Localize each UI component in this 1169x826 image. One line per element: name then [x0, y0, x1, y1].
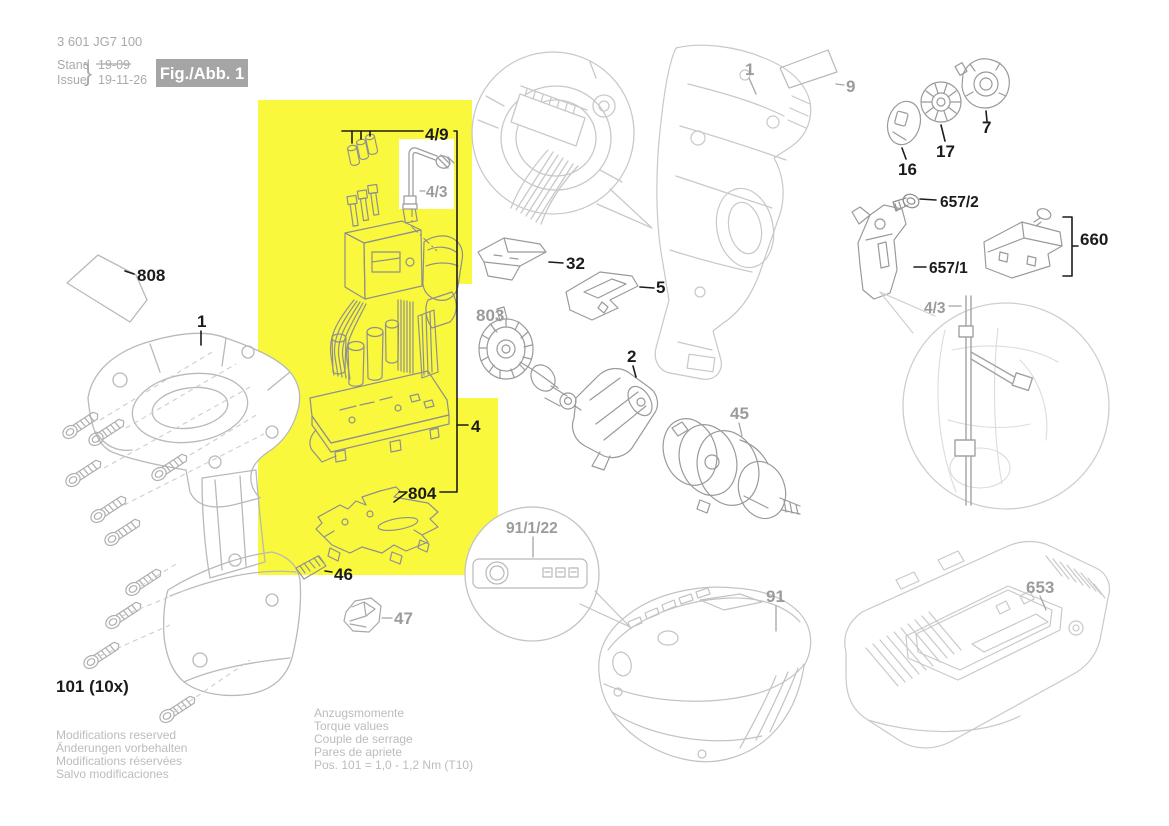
torque-value-line: Pos. 101 = 1,0 - 1,2 Nm (T10) — [314, 758, 473, 772]
brace: } — [84, 60, 92, 87]
reservation-note: Modifications reserved Änderungen vorbeh… — [56, 728, 187, 781]
title-block: 3 601 JG7 100 Stand Issue } 19-09 19-11-… — [57, 34, 248, 87]
part-2 — [571, 367, 659, 471]
part-32 — [477, 237, 547, 281]
note-line: Modifications réservées — [56, 754, 182, 768]
highlight-region — [258, 100, 499, 575]
bracket-lines — [124, 110, 1079, 573]
magnifier-bubble-top — [471, 51, 653, 229]
label-9: 9 — [846, 77, 855, 96]
switch-module-assembly — [309, 183, 464, 463]
magnifier-bubble-91-1-22 — [464, 506, 631, 642]
label-16: 16 — [898, 160, 917, 179]
issue-value: 19-11-26 — [98, 73, 147, 87]
label-653: 653 — [1026, 578, 1054, 597]
inset-4-3 — [399, 139, 455, 210]
screw-guide-lines — [99, 351, 265, 713]
part-7 — [954, 58, 1010, 109]
cable-4-3 — [954, 295, 1034, 506]
torque-line: Couple de serrage — [314, 732, 413, 746]
part-660 — [983, 208, 1063, 279]
label-17: 17 — [936, 142, 955, 161]
part-91-battery — [598, 586, 812, 763]
part-17 — [920, 81, 962, 123]
part-4-9-contacts — [347, 133, 379, 166]
label-657-2: 657/2 — [940, 194, 979, 211]
torque-line: Anzugsmomente — [314, 706, 404, 720]
drill-housing-right — [654, 44, 812, 380]
part-47 — [343, 597, 382, 633]
part-5 — [565, 271, 639, 321]
label-808: 808 — [137, 266, 165, 285]
label-46: 46 — [334, 565, 353, 584]
part-653-charger — [844, 540, 1111, 749]
label-657-1: 657/1 — [929, 260, 968, 277]
label-4-9: 4/9 — [425, 125, 449, 144]
part-16 — [886, 100, 922, 146]
label-4-3-inset: 4/3 — [426, 184, 448, 201]
part-808 — [66, 254, 148, 323]
label-4-3-right: 4/3 — [924, 300, 946, 317]
label-47: 47 — [394, 609, 413, 628]
part-45 — [662, 418, 801, 520]
label-7: 7 — [982, 118, 991, 137]
label-4: 4 — [471, 417, 481, 436]
label-45: 45 — [730, 404, 749, 423]
note-line: Salvo modificaciones — [56, 767, 169, 781]
document-number: 3 601 JG7 100 — [57, 34, 142, 49]
note-line: Modifications reserved — [56, 728, 176, 742]
part-9 — [779, 49, 838, 89]
part-657-1 — [851, 204, 907, 300]
label-1-left: 1 — [197, 312, 206, 331]
part-657-2 — [892, 193, 920, 212]
stand-label: Stand — [57, 58, 90, 72]
drill-housing-left — [87, 332, 302, 697]
figure-label: Fig./Abb. 1 — [160, 65, 244, 83]
label-660: 660 — [1080, 230, 1108, 249]
figure-box — [156, 59, 248, 87]
dash-dot-pointer — [411, 209, 438, 252]
torque-note: Anzugsmomente Torque values Couple de se… — [314, 706, 473, 772]
label-91: 91 — [766, 587, 785, 606]
torque-line: Torque values — [314, 719, 389, 733]
magnifier-bubble-right — [879, 291, 1110, 510]
part-804 — [315, 486, 439, 565]
label-101: 101 (10x) — [56, 677, 129, 696]
issue-label: Issue — [57, 73, 87, 87]
label-5: 5 — [656, 278, 665, 297]
label-1-right: 1 — [745, 60, 754, 79]
part-803 — [478, 306, 582, 411]
part-46 — [295, 555, 327, 580]
stand-value: 19-09 — [98, 58, 130, 72]
label-2: 2 — [627, 347, 636, 366]
label-804: 804 — [408, 484, 437, 503]
part-labels: 808 1 101 (10x) 4/9 4/3 4 804 46 47 32 5… — [56, 60, 1108, 696]
note-line: Änderungen vorbehalten — [56, 741, 187, 755]
label-32: 32 — [566, 254, 585, 273]
torque-line: Pares de apriete — [314, 745, 402, 759]
label-91-1-22: 91/1/22 — [506, 520, 558, 537]
gray-leader-lines — [381, 77, 1047, 632]
label-803: 803 — [476, 306, 504, 325]
